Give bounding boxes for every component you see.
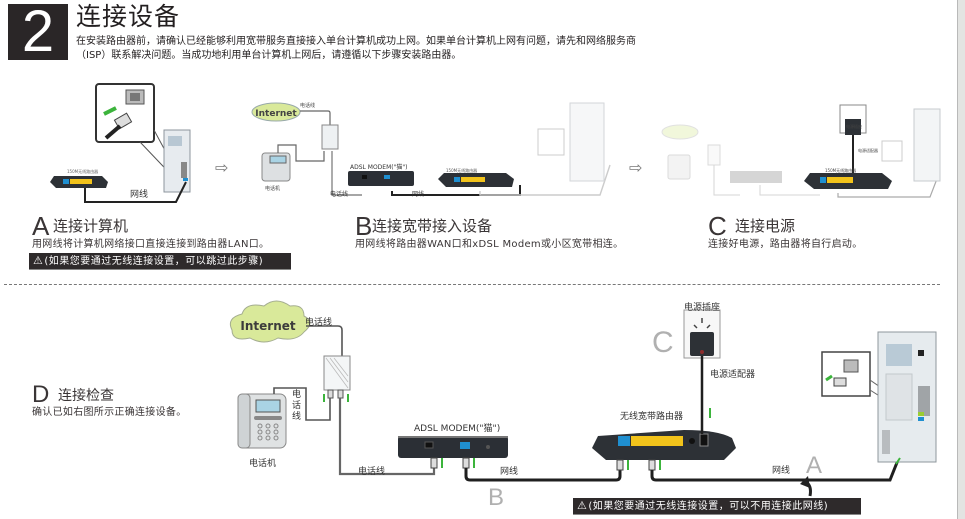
adsl-modem-icon: [398, 436, 508, 458]
adsl-modem-label: ADSL MODEM("猫"): [350, 164, 408, 171]
telephone-label: 电话机: [249, 459, 277, 469]
network-cable-label: 网线: [412, 191, 425, 198]
power-adapter-icon: [845, 119, 861, 135]
splitter-icon: [707, 144, 721, 166]
step-c-letter: C: [708, 211, 727, 241]
phone-line-vertical-char: 线: [292, 412, 302, 422]
rj45-plug-icon: [833, 377, 847, 387]
internet-cloud-icon: [229, 300, 311, 343]
letter-a-label: A: [806, 452, 822, 479]
bottom-warning-text: (如果您要通过无线连接设置，可以不用连接此网线): [588, 501, 829, 512]
green-arrow-icon: [103, 106, 117, 116]
telephone-label: 电话机: [265, 186, 281, 192]
power-socket-label: 电源插座: [846, 124, 862, 129]
step-d-description: 确认已如右图所示正确连接设备。: [32, 407, 187, 418]
lan-ports: [631, 436, 683, 446]
internet-label: Internet: [255, 109, 297, 119]
splitter-icon: [321, 124, 339, 150]
section-divider: [4, 284, 940, 285]
power-adapter-label: 电源适配器: [710, 370, 756, 380]
arrow-right-icon: ⇨: [215, 158, 229, 177]
step-b-letter: B: [355, 211, 373, 241]
step-a-letter: A: [32, 211, 50, 241]
network-cable: [464, 468, 622, 482]
wireless-router-label: 无线宽带路由器: [620, 412, 684, 422]
internet-cloud-icon: [251, 102, 301, 122]
network-cable-label: 网线: [772, 466, 791, 476]
lan-port-icon: [843, 359, 859, 373]
page-title: 连接设备: [76, 2, 181, 31]
phone-line-label: 电话线: [330, 191, 349, 198]
letter-b-label: B: [488, 484, 504, 511]
pc-tower-icon: [913, 108, 941, 182]
intro-text-line-1: 在安装路由器前，请确认已经能够利用宽带服务直接接入单台计算机成功上网。如果单台计…: [76, 36, 636, 47]
callout-box: [821, 351, 871, 397]
adsl-modem-icon: [730, 171, 782, 183]
phone-line-vertical-char: 电: [292, 390, 302, 400]
network-cable-label: 网线: [130, 190, 149, 200]
router-small-label: 150M无线路由器: [446, 168, 478, 173]
letter-c-label: C: [652, 326, 674, 359]
step-a-title: 连接计算机: [53, 217, 129, 235]
router-small-label: 150M无线路由器: [825, 168, 857, 173]
step-a-warning: ⚠(如果您要通过无线连接设置，可以跳过此步骤): [29, 253, 291, 270]
arrow-right-icon: ⇨: [629, 158, 643, 177]
step-d-letter: D: [32, 381, 50, 408]
network-cable: [650, 429, 912, 482]
power-socket-label: 电源插座: [684, 303, 721, 313]
phone-line-label: 电话线: [300, 103, 316, 109]
adsl-modem-label: ADSL MODEM("猫"): [414, 424, 501, 434]
adsl-modem-icon: [348, 171, 414, 186]
power-adapter-icon: [690, 332, 714, 356]
router-small-label: 150M无线路由器: [67, 169, 99, 174]
step-b-description: 用网线将路由器WAN口和xDSL Modem或小区宽带相连。: [355, 239, 624, 250]
phone-line-vertical-label: 电 话 线: [292, 390, 302, 423]
step-number-badge: 2: [8, 3, 68, 61]
telephone-icon: [667, 154, 691, 180]
phone-line-cable: [273, 387, 331, 421]
power-adapter-label: 电源适配器: [858, 148, 878, 153]
step-a-diagram: [40, 78, 200, 208]
step-b-diagram: Internet: [250, 95, 620, 205]
wan-port: [618, 436, 630, 446]
pc-tower-icon: [569, 102, 605, 182]
bottom-warning: ⚠(如果您要通过无线连接设置，可以不用连接此网线): [573, 498, 861, 515]
internet-cloud-icon: [661, 124, 699, 140]
warning-icon: ⚠: [577, 499, 588, 512]
internet-label: Internet: [240, 319, 295, 333]
step-b-title: 连接宽带接入设备: [372, 217, 493, 235]
step-c-diagram: [660, 95, 950, 205]
phone-line-vertical-char: 话: [292, 401, 302, 411]
warning-icon: ⚠: [33, 254, 44, 267]
phone-line-label: 电话线: [305, 318, 333, 328]
intro-text-line-2: （ISP）联系解决问题。当成功地利用单台计算机上网后，请遵循以下步骤安装路由器。: [76, 50, 462, 61]
step-a-warning-text: (如果您要通过无线连接设置，可以跳过此步骤): [44, 256, 264, 267]
step-a-description: 用网线将计算机网络接口直接连接到路由器LAN口。: [32, 239, 270, 250]
step-d-title: 连接检查: [58, 388, 114, 404]
green-arrow-icon: [825, 374, 833, 382]
full-connection-diagram: Internet: [220, 290, 950, 519]
phone-line-label: 电话线: [358, 467, 386, 477]
step-c-title: 连接电源: [735, 217, 796, 235]
phone-line-cable: [306, 325, 343, 356]
vertical-scrollbar[interactable]: [957, 0, 965, 519]
step-c-description: 连接好电源，路由器将自行启动。: [708, 239, 863, 250]
network-cable-label: 网线: [500, 467, 519, 477]
